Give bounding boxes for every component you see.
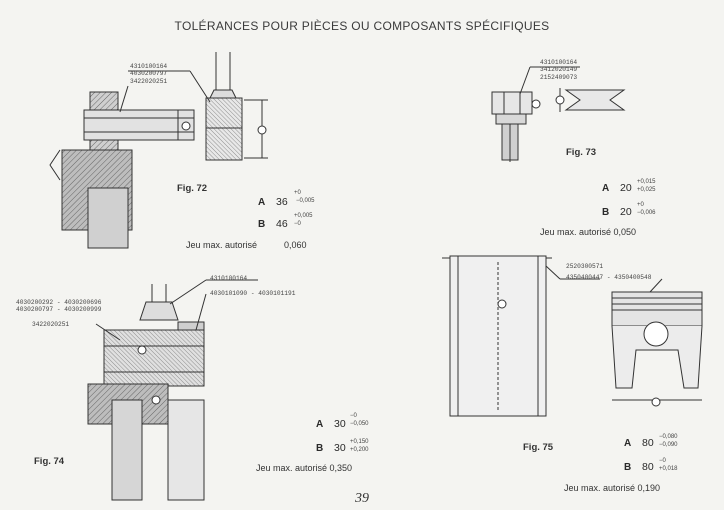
fig74-ref: 3422020251 — [32, 320, 70, 328]
dim-nominal: 80 — [642, 461, 654, 473]
fig72-tol-a: +0 −0,005 — [294, 189, 315, 205]
fig75-refs: 2520300571 4350400447 - 4350400548 — [566, 263, 651, 282]
fig73-drawing — [491, 66, 626, 162]
fig74-jeu: Jeu max. autorisé 0,350 — [256, 463, 353, 473]
tol-upper: −0,080 — [659, 434, 678, 440]
dim-nominal: 30 — [334, 418, 346, 430]
tol-upper: +0 — [637, 202, 644, 208]
dim-letter: A — [316, 419, 324, 430]
page-number: 39 — [355, 491, 369, 506]
dim-nominal: 30 — [334, 442, 346, 454]
dim-letter: A — [602, 183, 610, 194]
fig73-tol-a: +0,015 +0,025 — [637, 178, 656, 194]
dim-nominal: 20 — [620, 206, 632, 218]
fig74-tol-b: +0,150 +0,200 — [350, 438, 369, 454]
tol-lower: +0,018 — [659, 466, 678, 472]
fig73-dim-b: B 20 — [602, 206, 632, 218]
tol-lower: −0,050 — [350, 421, 369, 427]
dim-nominal: 36 — [276, 196, 288, 208]
page-title: TOLÉRANCES POUR PIÈCES OU COMPOSANTS SPÉ… — [174, 19, 550, 33]
tol-lower: +0,200 — [350, 447, 369, 453]
fig72-ref: 4030200797 — [130, 70, 168, 78]
fig74-ref-mid: 4030101090 - 4030101191 — [210, 290, 296, 297]
fig74-ref: 4030200797 - 4030200999 — [16, 306, 102, 314]
fig72-dim-a: A 36 — [258, 196, 288, 208]
fig75-tol-b: −0 +0,018 — [659, 457, 678, 473]
fig73-ref: 4310100164 — [540, 59, 578, 66]
fig74-dim-b: B 30 — [316, 442, 346, 454]
fig74-ref-top: 4310100164 — [210, 275, 248, 282]
fig74-drawing — [87, 279, 258, 501]
tol-upper: −0 — [350, 413, 357, 419]
tol-upper: +0,150 — [350, 439, 369, 445]
dim-letter: A — [258, 197, 266, 208]
fig72-ref: 4310100164 — [130, 63, 168, 70]
tol-upper: +0,015 — [637, 179, 656, 185]
fig75-tol-a: −0,080 −0,090 — [659, 433, 678, 449]
tol-upper: +0 — [294, 190, 301, 196]
fig75-ref: 2520300571 — [566, 263, 604, 270]
dim-letter: B — [602, 207, 610, 218]
fig72-tol-b: +0,005 −0 — [294, 212, 313, 228]
dim-letter: A — [624, 438, 632, 449]
fig74-dim-a: A 30 — [316, 418, 346, 430]
fig74-ref: 4030200292 - 4030200696 — [16, 299, 102, 306]
fig75-dim-a: A 80 — [624, 437, 654, 449]
fig74-refs-left: 4030200292 - 4030200696 4030200797 - 403… — [16, 299, 101, 328]
fig72-label: Fig. 72 — [177, 183, 208, 194]
fig75-dim-b: B 80 — [624, 461, 654, 473]
tol-lower: +0,025 — [637, 187, 656, 193]
tol-lower: −0 — [294, 221, 301, 227]
fig73-ref: 3412020149 — [540, 66, 578, 74]
tol-lower: −0,090 — [659, 442, 678, 448]
fig73-ref: 2152409073 — [540, 73, 578, 81]
fig74-tol-a: −0 −0,050 — [350, 412, 369, 428]
fig72-refs: 4310100164 4030200797 3422020251 — [130, 63, 167, 85]
fig72-dim-b: B 46 — [258, 218, 288, 230]
fig75-label: Fig. 75 — [523, 442, 554, 453]
fig73-jeu: Jeu max. autorisé 0,050 — [540, 227, 637, 237]
dim-nominal: 46 — [276, 218, 288, 230]
fig72-ref: 3422020251 — [130, 77, 168, 85]
fig73-refs: 4310100164 3412020149 2152409073 — [540, 59, 577, 81]
tol-lower: −0,006 — [637, 210, 656, 216]
fig72-drawing — [49, 52, 268, 249]
fig75-drawing — [442, 255, 703, 417]
dim-letter: B — [316, 443, 324, 454]
tol-upper: −0 — [659, 458, 666, 464]
dim-letter: B — [258, 219, 266, 230]
dim-letter: B — [624, 462, 632, 473]
tol-upper: +0,005 — [294, 213, 313, 219]
dim-nominal: 20 — [620, 182, 632, 194]
fig73-label: Fig. 73 — [566, 147, 597, 158]
fig73-tol-b: +0 −0,006 — [637, 201, 656, 217]
fig73-dim-a: A 20 — [602, 182, 632, 194]
fig75-jeu: Jeu max. autorisé 0,190 — [564, 483, 661, 493]
fig75-ref: 4350400447 - 4350400548 — [566, 274, 652, 282]
fig74-label: Fig. 74 — [34, 456, 65, 467]
dim-nominal: 80 — [642, 437, 654, 449]
fig72-jeu-label: Jeu max. autorisé — [186, 240, 258, 250]
fig72-jeu-value: 0,060 — [284, 240, 307, 250]
tol-lower: −0,005 — [296, 198, 315, 204]
